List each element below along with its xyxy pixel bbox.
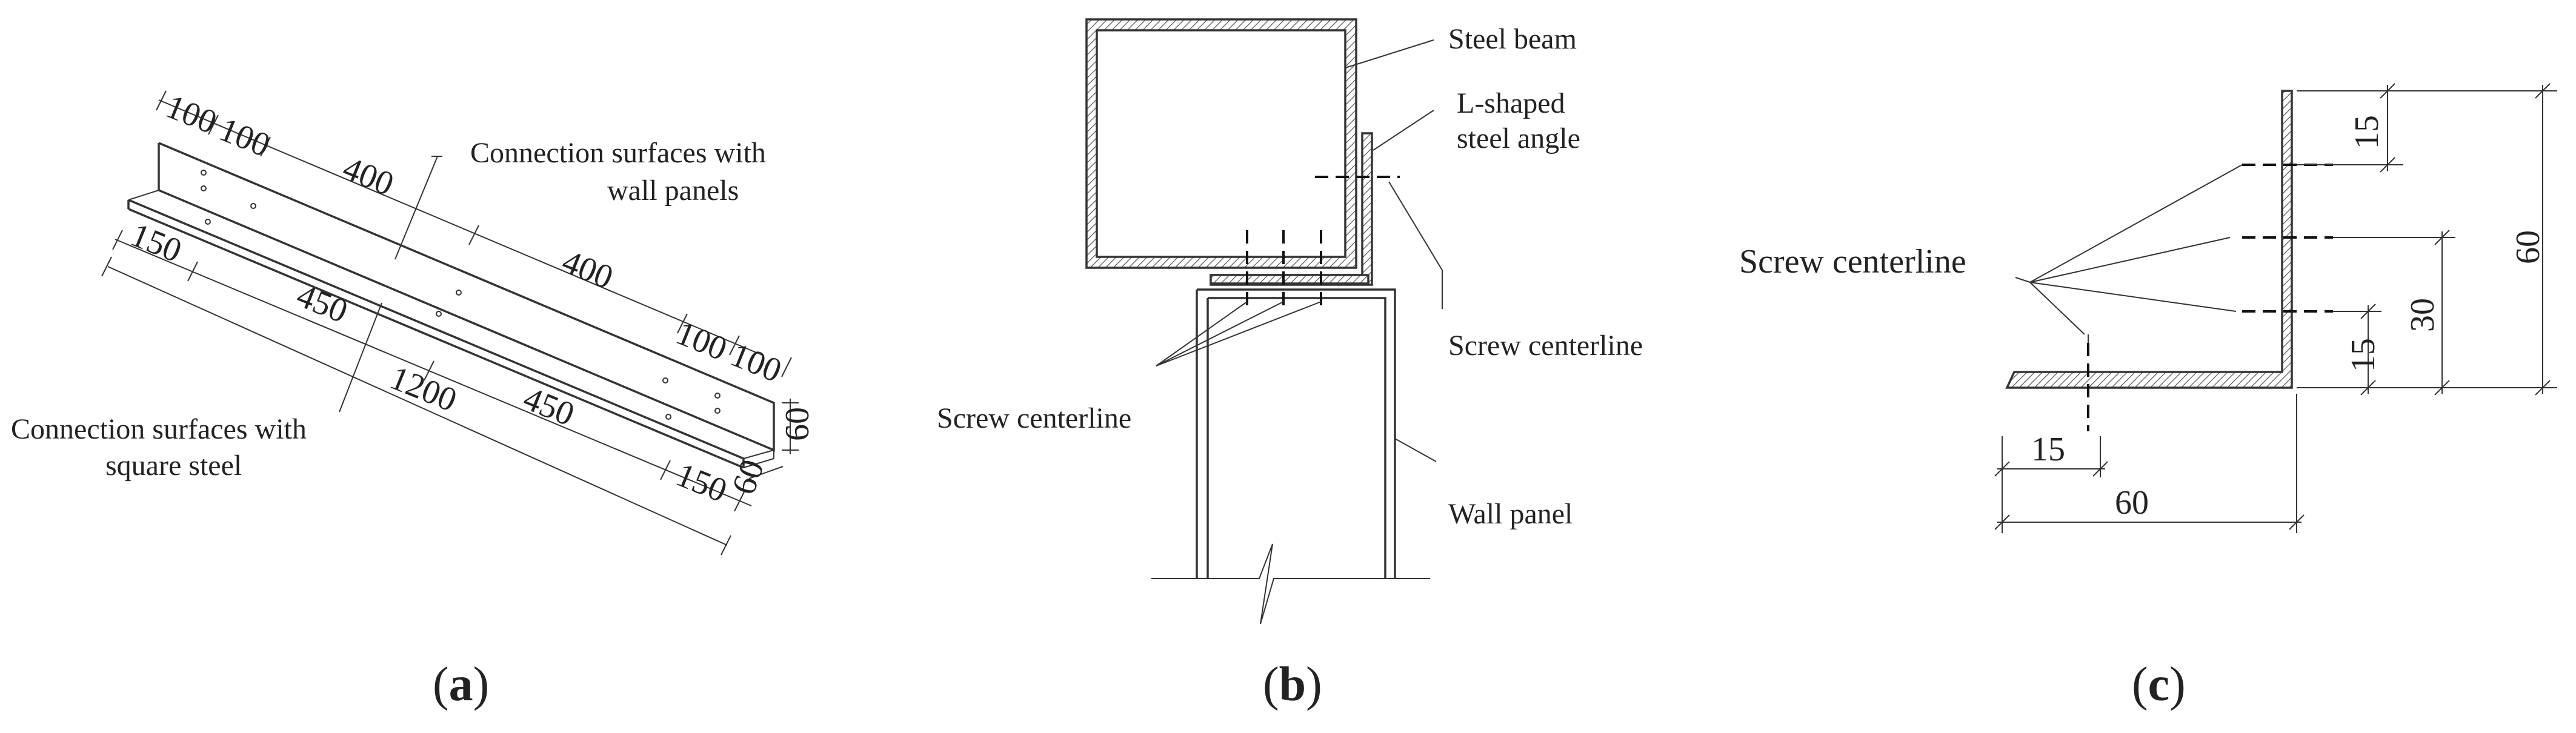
label-wall-panel: Wall panel <box>1448 498 1573 530</box>
wall-panel-holes <box>201 170 721 414</box>
callout-square-surfaces-2: square steel <box>105 449 242 482</box>
screw-centerlines-b <box>1246 176 1400 305</box>
callouts-a: Connection surfaces with wall panels Con… <box>11 137 766 482</box>
caption-c: (c) <box>2132 658 2186 711</box>
panel-c-angle-section: Screw centerline 15 30 15 60 <box>1739 83 2557 711</box>
dim-bot-150-b: 150 <box>671 456 732 510</box>
dim-top-400-b: 400 <box>557 243 618 297</box>
label-screw-right: Screw centerline <box>1448 330 1643 362</box>
horizontal-dimensions: 15 60 <box>1994 394 2305 533</box>
callout-wall-surfaces-1: Connection surfaces with <box>470 137 766 169</box>
dim-top-100-a: 100 <box>161 88 222 142</box>
dim-c-h60: 60 <box>2115 484 2149 522</box>
caption-b: (b) <box>1263 658 1322 711</box>
label-angle-2: steel angle <box>1457 122 1580 154</box>
leaders-c <box>2015 164 2243 335</box>
dim-top-100-c: 100 <box>671 314 732 368</box>
dim-c-v15-top: 15 <box>2348 115 2386 149</box>
label-steel-beam: Steel beam <box>1448 23 1577 55</box>
dim-bot-150-a: 150 <box>125 216 187 270</box>
dim-height-60: 60 <box>779 407 816 441</box>
dim-c-v60: 60 <box>2509 230 2547 264</box>
leaders-b <box>1156 39 1443 462</box>
angle-section <box>2005 90 2293 389</box>
label-screw-left: Screw centerline <box>937 402 1131 434</box>
dim-top-100-b: 100 <box>214 111 275 165</box>
panel-b-section: Steel beam L-shaped steel angle Screw ce… <box>937 18 1643 711</box>
dim-c-v15-bot: 15 <box>2345 338 2382 372</box>
square-steel-holes <box>205 219 671 420</box>
vertical-dimensions: 15 30 15 60 <box>2297 83 2557 396</box>
label-angle-1: L-shaped <box>1457 87 1565 119</box>
caption-a: (a) <box>433 658 489 711</box>
steel-beam <box>1085 18 1357 269</box>
bottom-dimension-chains: 150 450 1200 450 150 <box>101 216 752 556</box>
dim-top-400-a: 400 <box>338 150 399 204</box>
callout-wall-surfaces-2: wall panels <box>607 174 739 207</box>
top-plate <box>1210 274 1370 285</box>
dim-c-v30: 30 <box>2404 298 2441 332</box>
dim-c-h15: 15 <box>2031 431 2065 468</box>
top-dimension-chain: 100 100 400 400 100 100 <box>156 88 792 390</box>
panel-a-isometric-angle: 100 100 400 400 100 100 150 450 1200 450… <box>11 88 816 711</box>
angle-body <box>127 142 775 469</box>
label-screw-c: Screw centerline <box>1739 243 1966 280</box>
screw-centerlines-c <box>2087 164 2333 431</box>
callout-square-surfaces-1: Connection surfaces with <box>11 413 307 445</box>
dim-bot-450-b: 450 <box>518 380 579 434</box>
dim-bot-450-a: 450 <box>291 277 353 331</box>
